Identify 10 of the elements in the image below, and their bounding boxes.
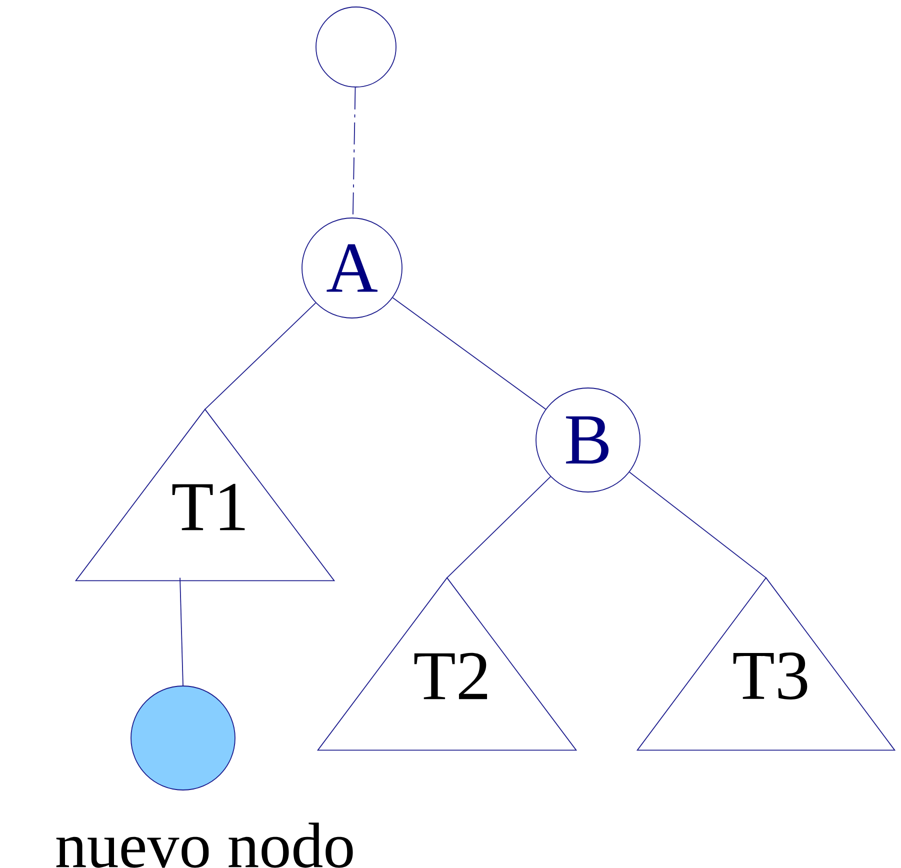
circle-node xyxy=(316,6,396,88)
new-node-circle xyxy=(130,686,236,790)
tree-edge xyxy=(629,472,766,578)
tree-node: A xyxy=(302,218,402,318)
tree-node: B xyxy=(536,388,640,492)
tree-edge xyxy=(392,297,546,410)
tree-edge xyxy=(180,577,184,686)
tree-edge xyxy=(204,302,316,410)
tree-edge xyxy=(446,476,551,578)
node-caption: nuevo nodo xyxy=(56,822,353,868)
